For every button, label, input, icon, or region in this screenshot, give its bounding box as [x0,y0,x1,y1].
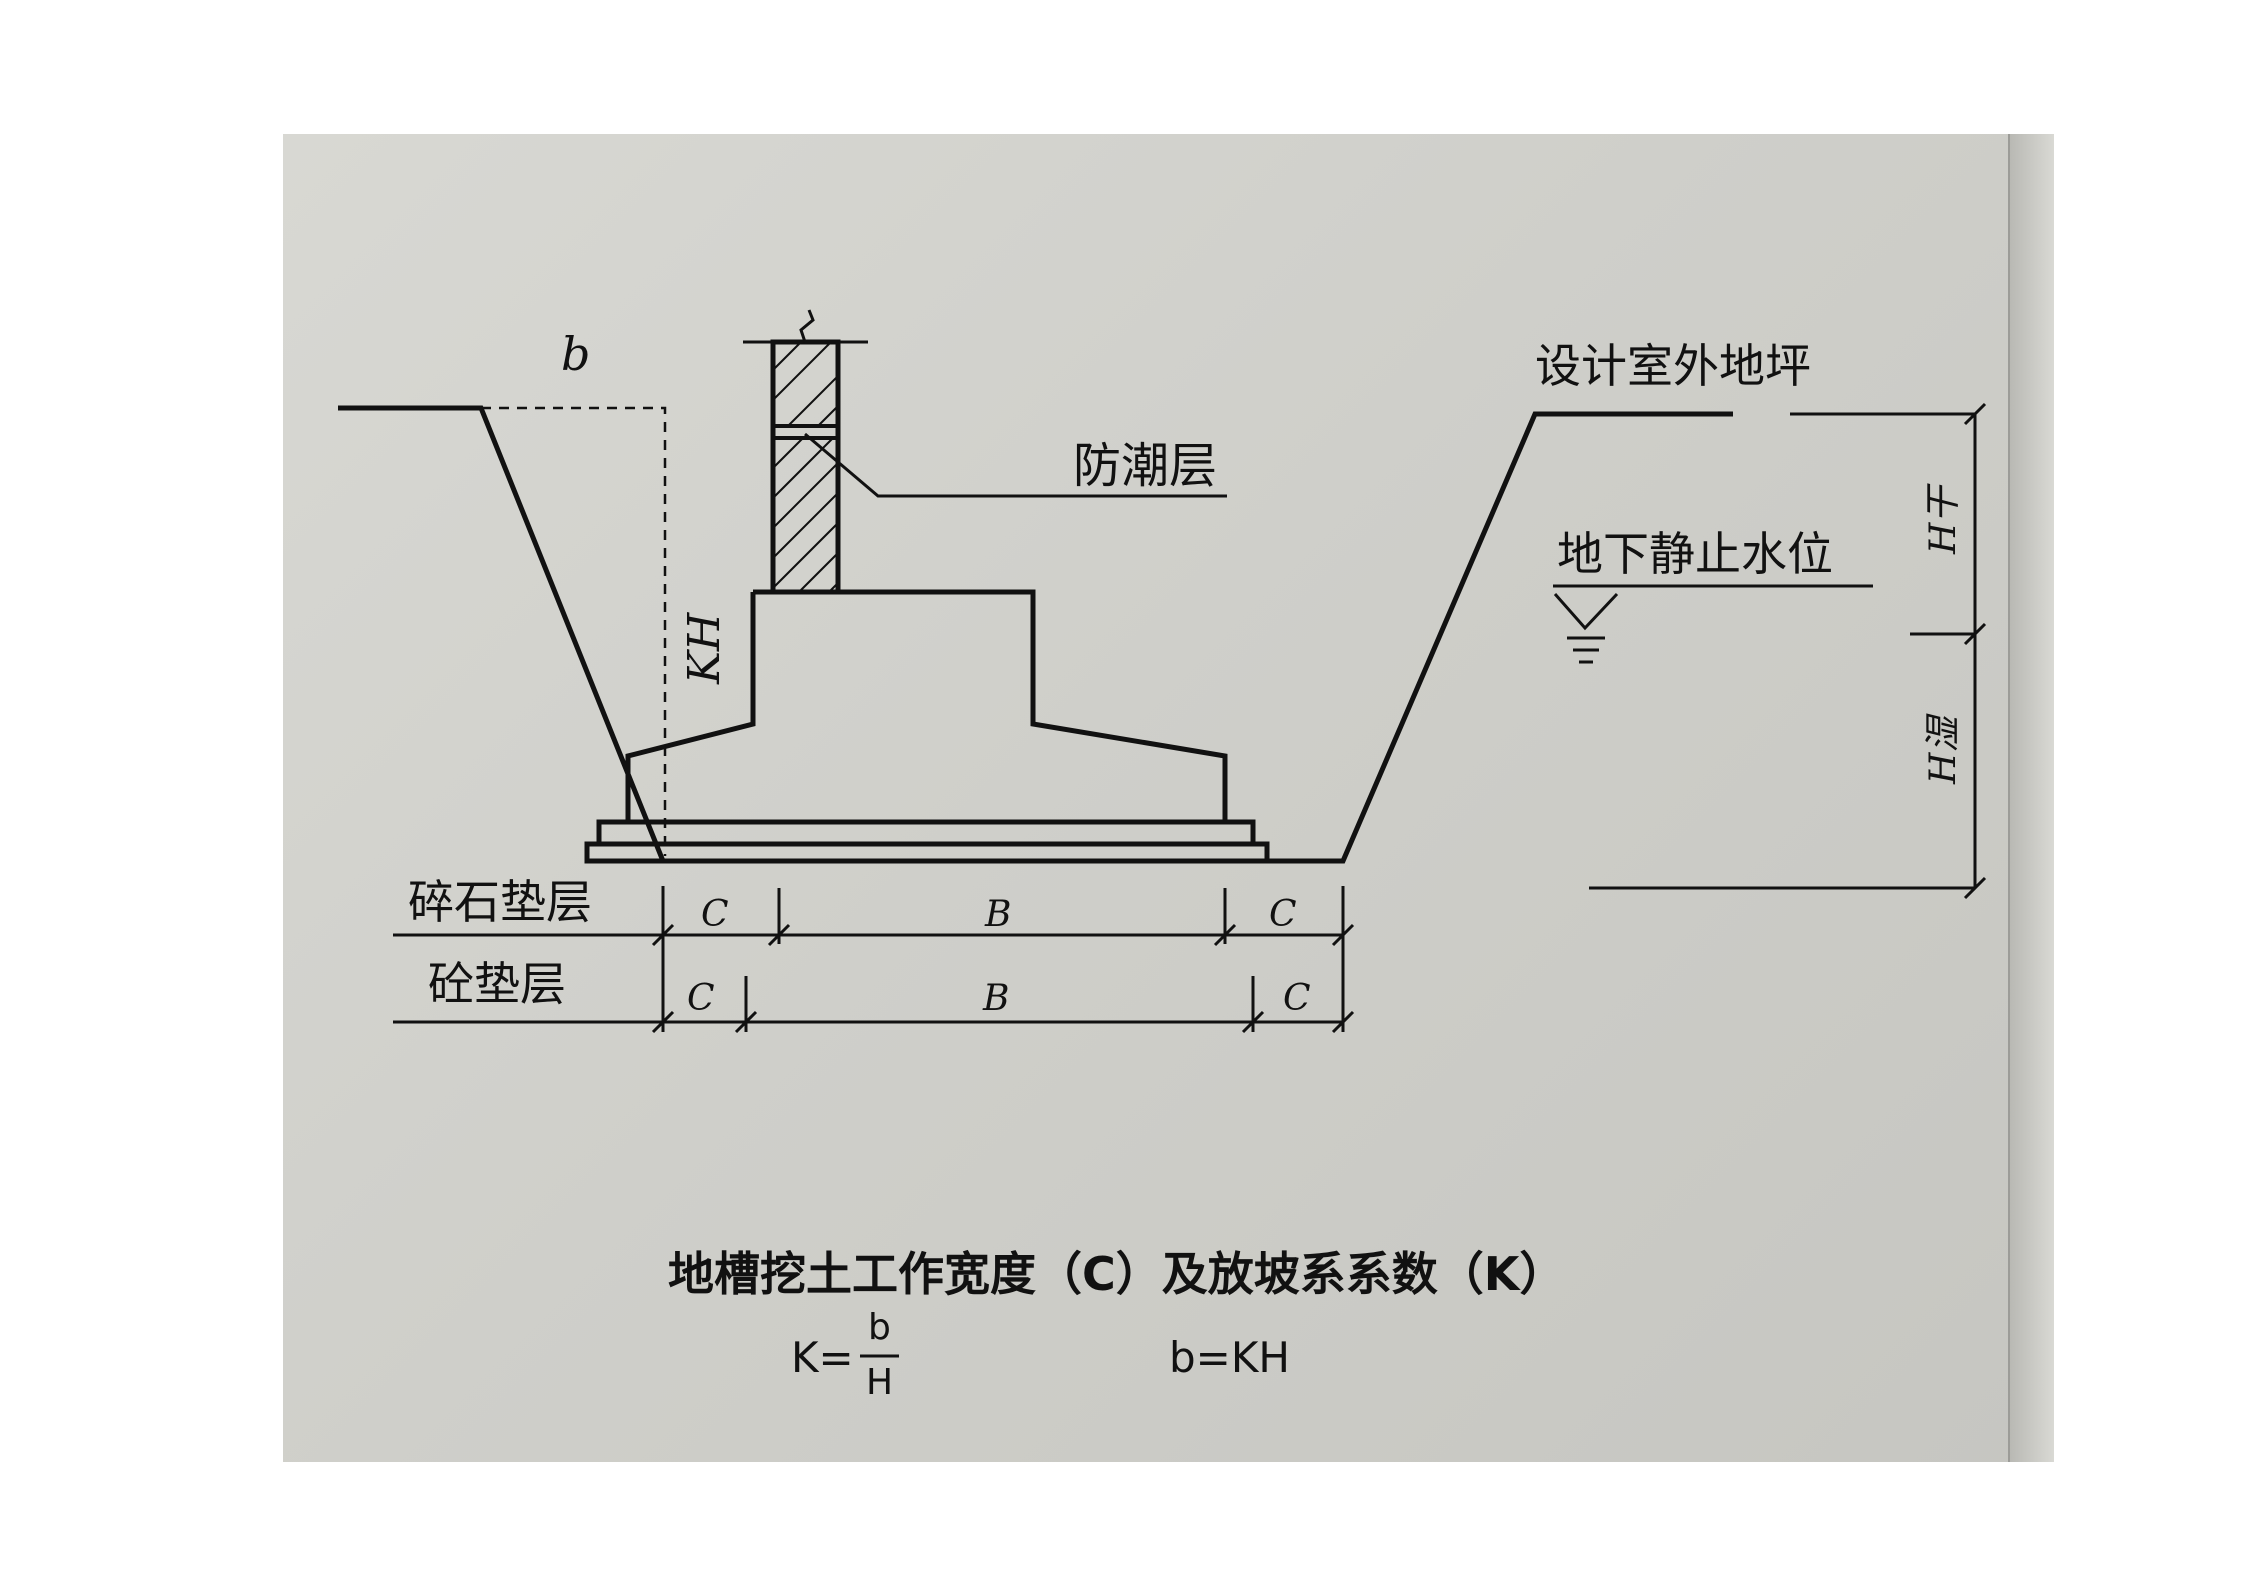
dim-c-lower-right: C [1283,978,1311,1019]
formula-k-denominator: H [866,1362,893,1403]
dim-c-upper-left: C [701,894,729,935]
dim-b-upper: B [984,894,1011,935]
formula-k: K= b H [791,1307,899,1403]
dim-c-upper-right: C [1269,894,1297,935]
dim-b-lower: B [982,978,1009,1019]
slope-projection [481,406,667,856]
scanned-page: b KH 防潮层 设计室外地坪 地下静止水位 H干 H湿 碎石垫层 砼垫层 C … [283,134,2054,1462]
formula-k-left: K= [791,1333,854,1382]
label-groundwater: 地下静止水位 [1557,527,1833,581]
formula-b: b=KH [1169,1333,1290,1382]
height-dimensions [1589,402,1987,900]
label-h-soil: H干 [1923,483,1964,555]
label-gravel-cushion: 碎石垫层 [408,875,592,929]
label-moisture-layer: 防潮层 [1073,438,1217,494]
groundwater-symbol [1553,584,1873,664]
bottom-dimensions [393,886,1355,1034]
label-b: b [561,327,590,381]
label-kh: KH [679,611,730,685]
moisture-leader [804,432,1227,498]
page-edge [2008,134,2054,1462]
label-concrete-cushion: 砼垫层 [428,957,566,1011]
dim-c-lower-left: C [687,978,715,1019]
footing [584,589,1270,864]
label-h-wet: H湿 [1923,713,1964,785]
label-outdoor-ground: 设计室外地坪 [1535,339,1811,393]
brick-wall [743,309,868,595]
trench-diagram: b KH 防潮层 设计室外地坪 地下静止水位 H干 H湿 碎石垫层 砼垫层 C … [338,309,1987,1403]
formula-k-numerator: b [868,1307,891,1348]
caption-title: 地槽挖土工作宽度（C）及放坡系系数（K） [668,1247,1565,1301]
